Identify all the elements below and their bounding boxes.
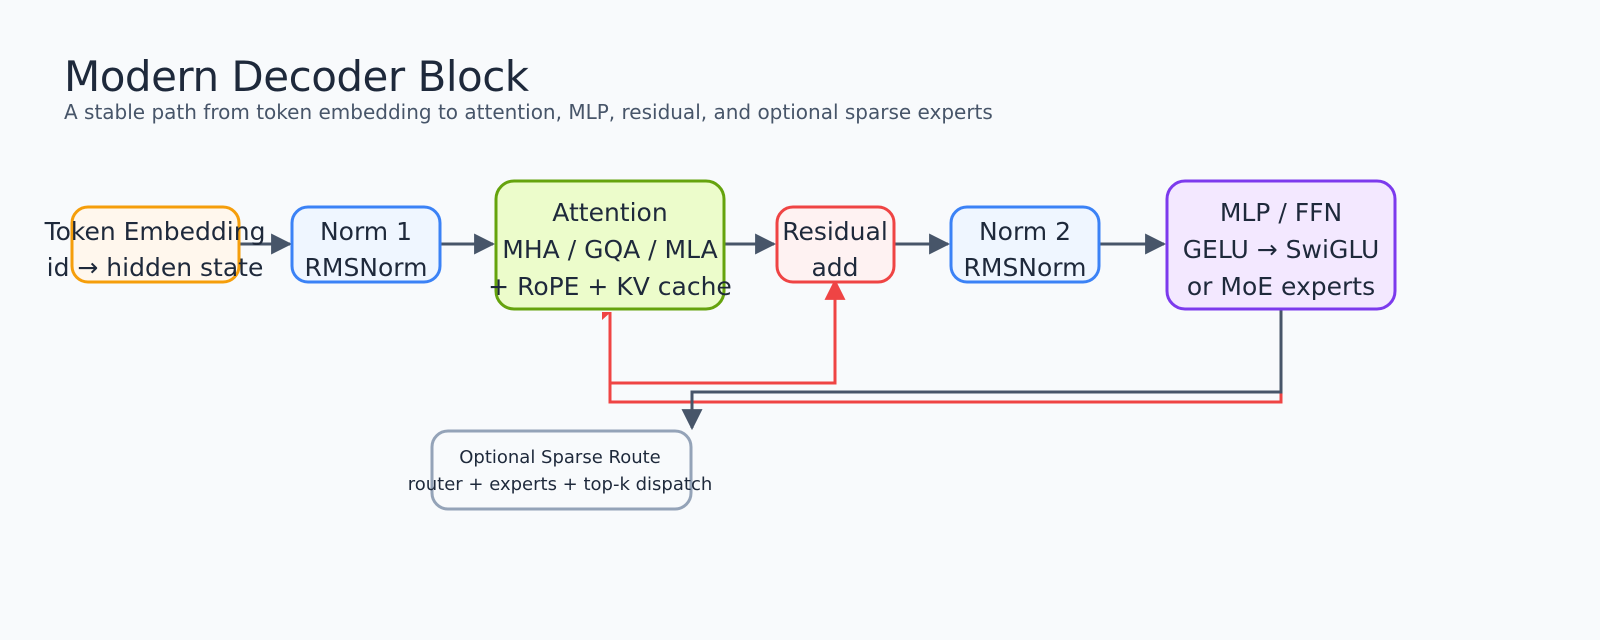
residual-add-sublabel: add [811, 253, 858, 282]
norm-1-box [290, 205, 442, 284]
node-mlp-ffn[interactable]: MLP / FFN GELU → SwiGLU or MoE experts [1165, 179, 1397, 311]
attention-extras: + RoPE + KV cache [488, 272, 732, 301]
node-optional-sparse-route[interactable]: Optional Sparse Route router + experts +… [408, 429, 713, 511]
sparse-route-sublabel: router + experts + top-k dispatch [408, 474, 713, 495]
token-embedding-label: Token Embedding [44, 217, 266, 246]
edge-mlp-to-sparse-route [681, 310, 1283, 431]
node-residual-add[interactable]: Residual add [775, 205, 896, 284]
node-norm-2[interactable]: Norm 2 RMSNorm [949, 205, 1101, 284]
norm-2-label: Norm 2 [979, 217, 1071, 246]
attention-variants: MHA / GQA / MLA [502, 235, 717, 264]
node-attention[interactable]: Attention MHA / GQA / MLA + RoPE + KV ca… [488, 179, 732, 311]
node-token-embedding[interactable]: Token Embedding id → hidden state [44, 205, 266, 284]
norm-2-sublabel: RMSNorm [964, 253, 1087, 282]
norm-1-label: Norm 1 [320, 217, 412, 246]
residual-add-box [775, 205, 896, 284]
token-embedding-box [70, 205, 241, 284]
token-embedding-sublabel: id → hidden state [47, 253, 264, 282]
page-subtitle: A stable path from token embedding to at… [64, 100, 993, 124]
mlp-activation: GELU → SwiGLU [1183, 235, 1380, 264]
sparse-route-box [430, 429, 693, 511]
node-norm-1[interactable]: Norm 1 RMSNorm [290, 205, 442, 284]
residual-add-label: Residual [782, 217, 888, 246]
attention-box [494, 179, 726, 311]
edge-residual-skip-from-mlp [608, 310, 1283, 404]
norm-2-box [949, 205, 1101, 284]
attention-label: Attention [552, 198, 667, 227]
norm-1-sublabel: RMSNorm [305, 253, 428, 282]
residual-arrowhead-attention [602, 312, 611, 320]
mlp-moe-option: or MoE experts [1187, 272, 1375, 301]
mlp-ffn-label: MLP / FFN [1220, 198, 1342, 227]
mlp-ffn-box [1165, 179, 1397, 311]
page-title: Modern Decoder Block [64, 52, 529, 101]
sparse-route-label: Optional Sparse Route [459, 447, 661, 468]
